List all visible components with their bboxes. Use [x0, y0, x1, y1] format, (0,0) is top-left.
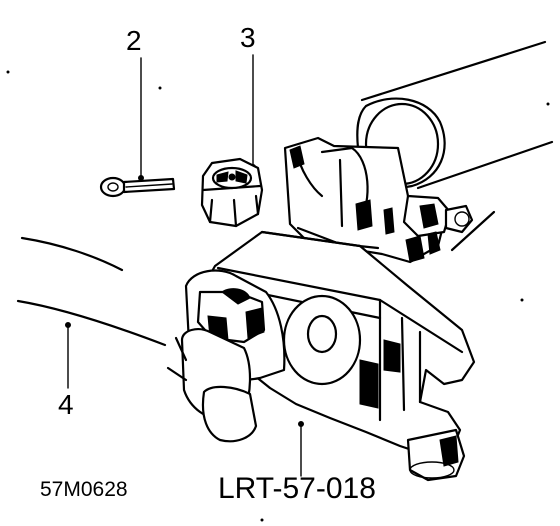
- scan-speck: [520, 298, 524, 302]
- reference-code: LRT-57-018: [218, 472, 376, 505]
- callout-2-label: 2: [126, 25, 142, 56]
- callout-4-label: 4: [58, 389, 74, 420]
- scan-speck: [158, 86, 162, 90]
- track-rod: [16, 236, 167, 347]
- figure-code: 57M0628: [40, 478, 128, 501]
- scan-speck: [546, 102, 550, 106]
- scan-speck: [6, 70, 10, 74]
- ball-joint-assembly: [166, 40, 554, 482]
- callout-4-dot: [65, 322, 71, 328]
- castellated-nut: [200, 157, 264, 228]
- reference-dot: [298, 421, 304, 427]
- scan-speck: [260, 518, 264, 522]
- split-pin: [99, 176, 176, 198]
- callout-3-label: 3: [240, 22, 256, 53]
